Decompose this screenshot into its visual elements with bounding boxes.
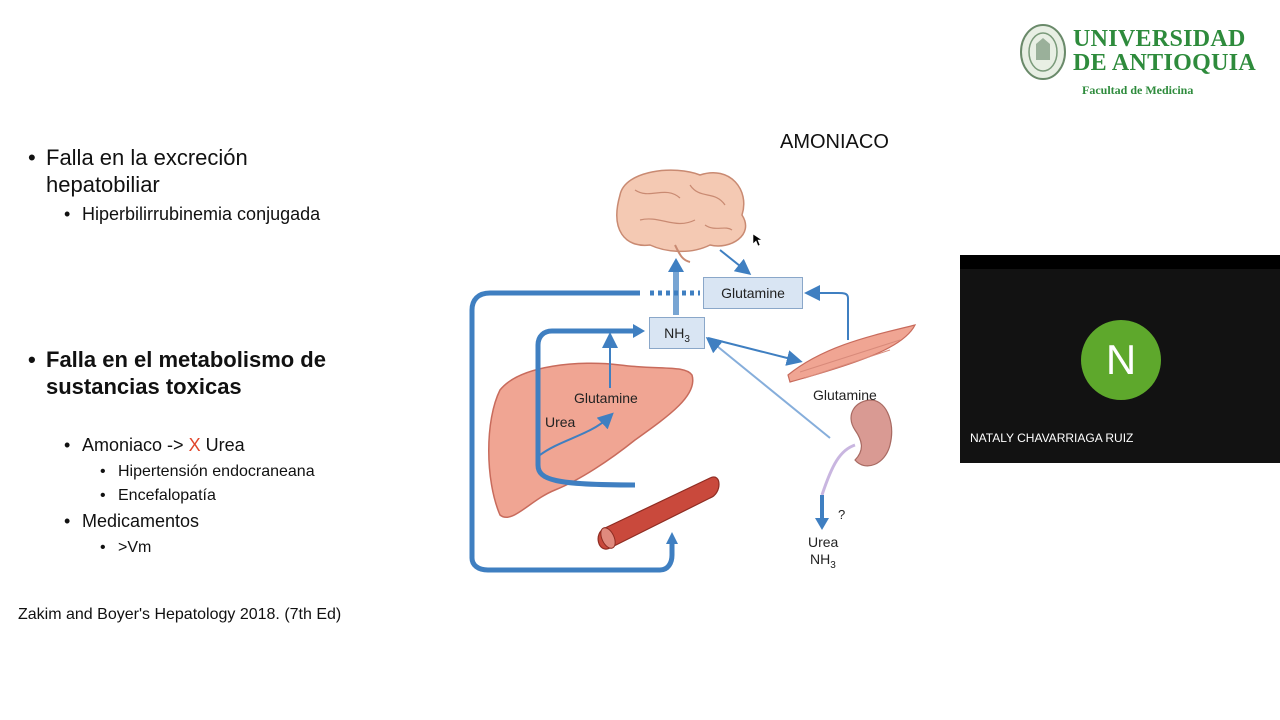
- bullet-falla-metabolismo-cont: sustancias toxicas: [46, 374, 242, 399]
- ammonia-diagram: Glutamine NH3 Glutamine Urea Glutamine ?…: [460, 160, 930, 580]
- logo-line-2: DE ANTIOQUIA: [1073, 50, 1256, 76]
- university-logo: UNIVERSIDAD DE ANTIOQUIA Facultad de Med…: [1018, 20, 1268, 100]
- bullet-dot: •: [100, 539, 106, 556]
- amoniaco-suffix: Urea: [205, 435, 245, 455]
- bullet-dot: •: [28, 145, 36, 170]
- bullet-hiperbilirrubinemia: Hiperbilirrubinemia conjugada: [82, 204, 321, 224]
- kidney-question-label: ?: [838, 507, 846, 522]
- blood-vessel-icon: [597, 476, 720, 550]
- kidney-urea-label: Urea: [808, 534, 839, 550]
- bullet-dot: •: [28, 347, 36, 372]
- bullet-dot: •: [64, 435, 71, 455]
- participant-video-tile[interactable]: N NATALY CHAVARRIAGA RUIZ: [960, 255, 1280, 463]
- bullet-encefalopatia: Encefalopatía: [118, 487, 216, 504]
- university-seal-icon: [1020, 24, 1066, 80]
- bullet-dot: •: [100, 487, 106, 504]
- nh3-subscript: 3: [684, 333, 690, 345]
- bullet-dot: •: [64, 204, 71, 224]
- muscle-icon: [787, 324, 917, 383]
- video-tile-top-bar: [960, 255, 1280, 269]
- logo-subtitle: Facultad de Medicina: [1082, 83, 1194, 97]
- diagram-title: AMONIACO: [780, 131, 889, 153]
- kidney-nh3-text: NH: [810, 551, 831, 567]
- nh3-label: NH: [664, 325, 685, 341]
- bullet-falla-excrecion-cont: hepatobiliar: [46, 172, 160, 197]
- kidney-nh3-subscript: 3: [830, 559, 836, 571]
- liver-glutamine-label: Glutamine: [574, 390, 638, 406]
- red-x-mark: X: [188, 435, 201, 455]
- participant-avatar: N: [1081, 320, 1161, 400]
- participant-name: NATALY CHAVARRIAGA RUIZ: [970, 431, 1134, 445]
- amoniaco-prefix: Amoniaco ->: [82, 435, 184, 455]
- glutamine-box: Glutamine: [703, 277, 803, 309]
- bullet-hipertension: Hipertensión endocraneana: [118, 463, 315, 480]
- kidney-nh3-label: NH3: [810, 551, 836, 571]
- bullet-falla-metabolismo: Falla en el metabolismo de: [46, 347, 326, 372]
- bullet-dot: •: [64, 511, 71, 531]
- liver-icon: [488, 362, 694, 518]
- citation-text: Zakim and Boyer's Hepatology 2018. (7th …: [18, 606, 342, 623]
- bullet-vm: >Vm: [118, 539, 152, 556]
- kidney-icon: [820, 399, 893, 496]
- mouse-cursor-icon: [752, 233, 762, 247]
- brain-icon: [616, 169, 747, 263]
- logo-line-1: UNIVERSIDAD: [1073, 26, 1246, 52]
- muscle-glutamine-label: Glutamine: [813, 387, 877, 403]
- liver-urea-label: Urea: [545, 414, 576, 430]
- bullet-medicamentos: Medicamentos: [82, 511, 200, 531]
- nh3-box: NH3: [649, 317, 705, 349]
- bullet-falla-excrecion: Falla en la excreción: [46, 145, 248, 170]
- bullet-amoniaco: Amoniaco -> X Urea: [82, 435, 245, 456]
- bullet-dot: •: [100, 463, 106, 480]
